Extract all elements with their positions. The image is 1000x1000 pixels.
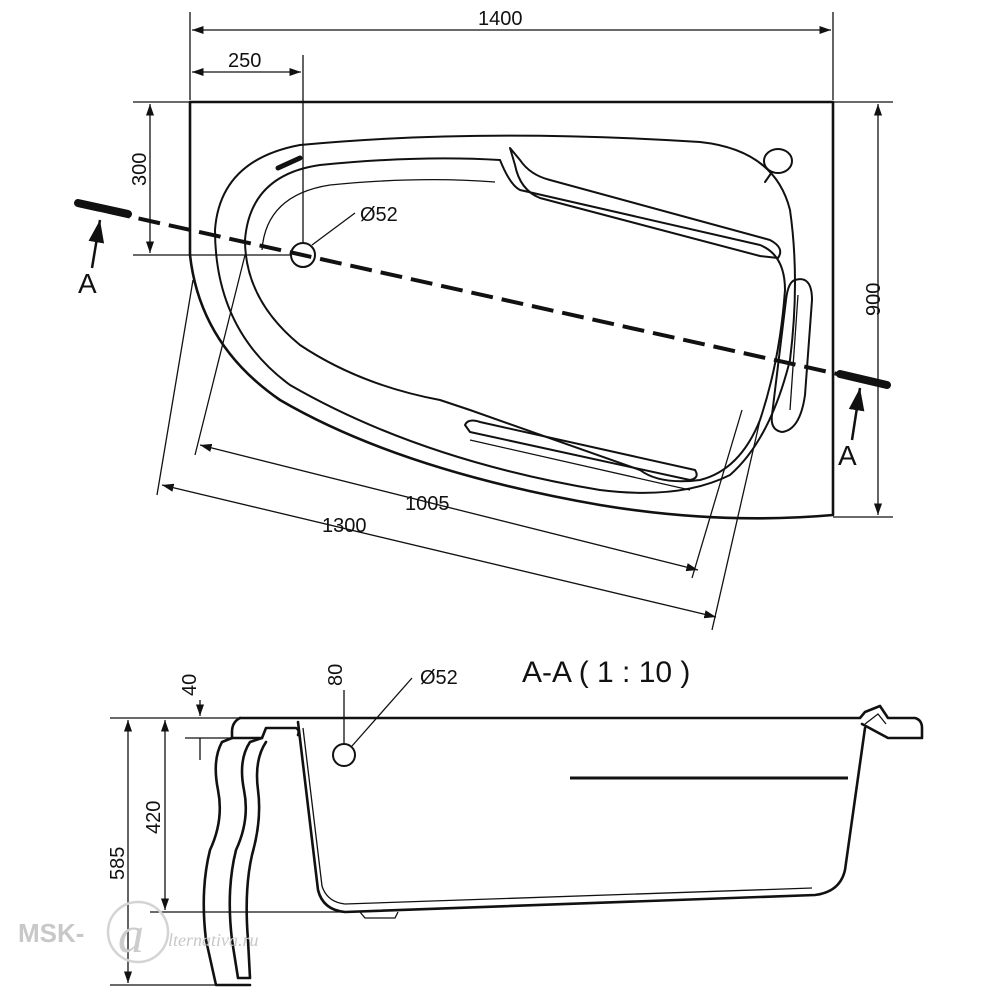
dim-rim-label: 40 (179, 674, 201, 696)
section-title: A-A ( 1 : 10 ) (522, 656, 690, 689)
overflow-leader (351, 677, 413, 747)
section-arrow-right (848, 387, 865, 441)
dim-drain-offset-label: 250 (228, 50, 261, 72)
overflow-knob-icon (763, 148, 793, 183)
dim-drain-depth-label: 300 (129, 153, 151, 186)
tub-basin-outline (244, 157, 786, 483)
section-drain-bump (359, 911, 399, 919)
plan-view: A A 1400 250 300 Ø52 900 1005 1300 (74, 8, 893, 631)
section-rim-right-detail (864, 713, 887, 725)
section-end-right (836, 370, 891, 389)
dim-depth-label: 420 (143, 801, 165, 834)
section-left-lip (230, 716, 300, 740)
armrest-groove-bottom (464, 419, 698, 481)
watermark-brand-right: lternativa.ru (168, 930, 259, 950)
section-marker-left: A (78, 268, 97, 299)
dim-inner-length-label: 1005 (405, 493, 450, 515)
section-line (77, 203, 888, 387)
dim-width-label: 1400 (478, 8, 523, 30)
dim-line-outer-length (161, 483, 717, 619)
section-inner-wall (302, 727, 813, 905)
watermark-logo-letter: a (118, 907, 144, 964)
tub-rim-outline (214, 134, 796, 494)
dim-height-label: 900 (863, 283, 885, 316)
drain-diameter-label: Ø52 (360, 204, 398, 226)
rim-mark (275, 155, 303, 171)
section-end-left (74, 199, 132, 218)
dim-overflow-label: 80 (325, 664, 347, 686)
section-overflow-circle (332, 743, 356, 767)
section-arrow-left (88, 219, 105, 269)
dim-outer-length-label: 1300 (322, 515, 367, 537)
drain-leader (311, 212, 356, 246)
headrest-line (789, 294, 799, 411)
section-support-leg (228, 736, 268, 980)
section-rim (238, 704, 924, 740)
watermark-brand-left: MSK- (18, 918, 84, 948)
headrest (770, 278, 813, 433)
watermark-logo-icon (106, 900, 170, 964)
armrest-groove-top (509, 147, 782, 259)
tub-basin-bottom (261, 178, 496, 251)
section-view: A-A ( 1 : 10 ) 40 80 Ø52 420 (107, 656, 924, 987)
armrest-groove-bottom-line (469, 439, 691, 491)
section-left-wall (296, 720, 867, 914)
watermark: MSK- a lternativa.ru (18, 900, 259, 964)
overflow-diameter-label: Ø52 (420, 667, 458, 689)
dim-total-height-label: 585 (107, 847, 129, 880)
section-marker-right: A (838, 440, 857, 471)
